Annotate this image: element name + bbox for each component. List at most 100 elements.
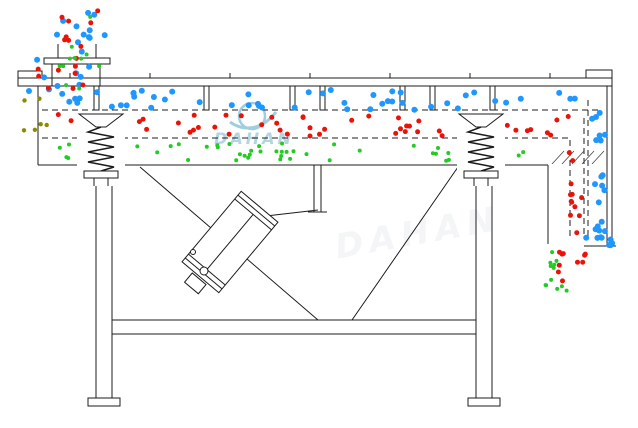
vibration-motor (181, 190, 279, 295)
particle-green (550, 250, 555, 255)
particle-red (277, 127, 283, 133)
particle-green (135, 144, 140, 149)
particle-blue (598, 173, 605, 180)
particle-blue (85, 9, 92, 16)
particle-red (72, 70, 78, 76)
left-foot (87, 397, 121, 407)
particle-blue (66, 98, 73, 105)
particle-blue (462, 92, 469, 99)
particle-blue (86, 27, 93, 34)
particle-blue (148, 104, 155, 111)
spring-coil (85, 126, 115, 172)
particle-blue (54, 31, 60, 38)
particle-green (57, 64, 62, 69)
particle-green (61, 64, 66, 69)
motor-bracket (265, 165, 327, 217)
particle-red (238, 113, 244, 119)
particle-red (191, 112, 197, 118)
particle-green (279, 154, 284, 158)
particle-blue (492, 98, 499, 104)
particle-blue (26, 88, 32, 94)
particle-blue (245, 91, 252, 98)
particle-red (568, 181, 574, 187)
top-cover (17, 69, 613, 87)
particle-red (568, 198, 574, 204)
particle-green (274, 149, 279, 154)
particle-blue (592, 181, 598, 188)
particle-blue (471, 89, 478, 96)
particle-blue (601, 228, 608, 235)
spring-connector (93, 178, 109, 186)
particle-blue (59, 90, 66, 97)
particle-blue (428, 103, 435, 110)
particle-green (552, 262, 557, 267)
baffle (399, 85, 406, 111)
particle-red (259, 122, 265, 128)
baffle (319, 85, 326, 111)
particle-green (446, 151, 451, 155)
particle-green (278, 157, 283, 162)
particle-olive (38, 122, 43, 127)
particle-blue (327, 87, 334, 93)
particle-red (566, 150, 572, 156)
particle-red (212, 124, 218, 130)
motor-shaft-end (183, 272, 207, 295)
particle-red (36, 73, 42, 79)
particle-red (223, 112, 229, 118)
particle-red (582, 251, 588, 257)
particle-green (548, 264, 553, 268)
discharge-channel-red (569, 118, 585, 238)
particle-blue (594, 234, 601, 241)
particle-blue (367, 106, 374, 113)
particle-red (393, 130, 399, 136)
particle-red (568, 192, 573, 198)
particle-olive (21, 128, 27, 133)
particle-red (349, 117, 355, 123)
particle-olive (32, 127, 38, 132)
particle-olive (44, 122, 49, 128)
particle-green (72, 56, 77, 60)
particle-green (446, 157, 451, 162)
particle-green (559, 284, 564, 289)
particle-green (549, 277, 554, 282)
particle-green (155, 150, 160, 155)
spring-connector (473, 178, 489, 186)
particle-olive (37, 96, 42, 101)
particle-blue (595, 199, 602, 206)
particle-green (84, 52, 89, 57)
particle-blue (161, 96, 168, 103)
particle-red (513, 127, 519, 133)
particle-blue (607, 236, 614, 243)
particle-red (439, 133, 445, 139)
particle-blue (567, 95, 574, 102)
particle-blue (399, 99, 406, 106)
hatch-lines (551, 150, 605, 165)
particle-blue (108, 103, 115, 110)
particle-blue (228, 102, 235, 109)
particle-blue (596, 132, 603, 139)
particle-red (55, 67, 61, 73)
particle-red (557, 249, 562, 255)
particle-blue (599, 182, 606, 189)
particle-blue (556, 89, 563, 96)
particle-green (69, 44, 74, 49)
particle-blue (54, 83, 61, 89)
particle-red (80, 82, 86, 88)
particle-red (556, 262, 562, 268)
particle-red (576, 213, 582, 219)
inlet-collar (57, 44, 97, 58)
particle-red (307, 133, 313, 139)
particle-blue (503, 99, 510, 106)
particle-red (396, 115, 401, 121)
motor-mount (265, 165, 327, 217)
particle-blue (389, 88, 396, 95)
particle-red (322, 126, 328, 132)
particle-red (544, 130, 550, 136)
particle-red (66, 18, 72, 24)
particle-red (407, 123, 412, 129)
particle-blue (597, 137, 604, 144)
particle-green (551, 265, 556, 270)
particle-red (88, 20, 94, 26)
particle-blue (379, 100, 386, 107)
particle-blue (384, 98, 391, 105)
